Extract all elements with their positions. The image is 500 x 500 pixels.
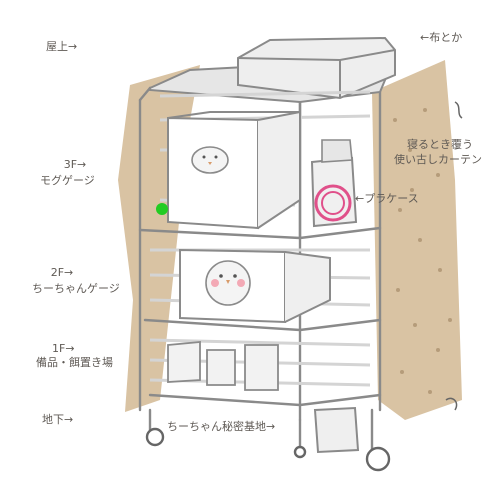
f1-supplies [167,341,279,391]
curtain-right [372,60,462,420]
f3-label-line1: 3F→ [63,158,87,171]
bird-icon [191,146,229,174]
f1-label-line2: 備品・餌置き場 [36,356,113,369]
f2-label-line1: 2F→ [50,266,74,279]
curtain-dots [393,108,452,394]
f2-cage [179,248,331,324]
secret-base-label: ちーちゃん秘密基地→ [167,420,276,433]
basement-label: 地下→ [42,413,74,426]
f3-label-line2: モグゲージ [40,174,95,187]
curtain-label-line1: 寝るとき覆う [407,138,473,151]
f3-cage [167,110,301,230]
curtain-squiggle [454,101,463,119]
roof-label: 屋上→ [46,40,78,53]
bottom-squiggle [445,397,458,411]
plastic-case [310,139,358,228]
basement-box [313,406,360,454]
parakeet-icon [205,260,251,306]
f2-label-line2: ちーちゃんゲージ [32,282,120,295]
curtain-label-line2: 使い古しカーテン [394,153,482,166]
green-dot [156,203,168,215]
f1-label-line1: 1F→ [52,342,75,355]
cloth-label: ←布とか [420,31,463,44]
wheel-icon [145,427,391,472]
roof-cloth-box [237,36,396,100]
plastic-case-label: ←プラケース [355,192,419,205]
